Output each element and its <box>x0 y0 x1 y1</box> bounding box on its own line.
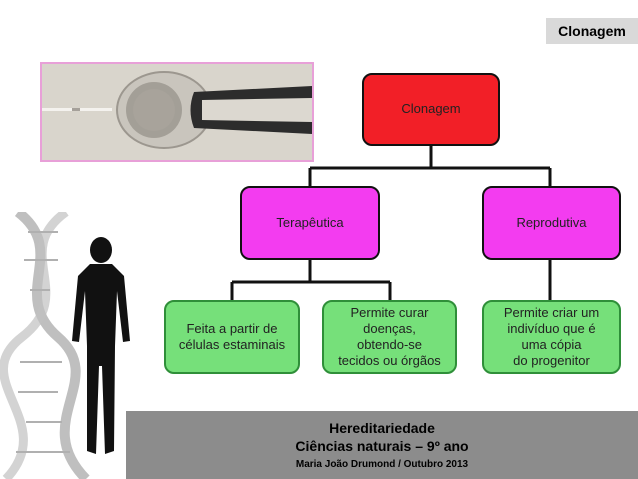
footer-subtitle: Ciências naturais – 9º ano <box>295 438 469 454</box>
footer-author: Maria João Drumond / Outubro 2013 <box>295 459 469 470</box>
leaf-node-copia-progenitor: Permite criar um indivíduo que é uma cóp… <box>482 300 621 374</box>
microinjection-photo <box>40 62 314 162</box>
branch-node-terapeutica: Terapêutica <box>240 186 380 260</box>
branch-node-reprodutiva: Reprodutiva <box>482 186 621 260</box>
footer-title: Hereditariedade <box>329 420 435 436</box>
root-node-clonagem: Clonagem <box>362 73 500 146</box>
footer-bar <box>126 411 638 479</box>
dna-helix-image <box>0 212 90 479</box>
title-tag: Clonagem <box>546 18 638 44</box>
leaf-node-curar-doencas: Permite curar doenças, obtendo-se tecido… <box>322 300 457 374</box>
leaf-node-celulas-estaminais: Feita a partir de células estaminais <box>164 300 300 374</box>
human-silhouette <box>72 237 130 454</box>
